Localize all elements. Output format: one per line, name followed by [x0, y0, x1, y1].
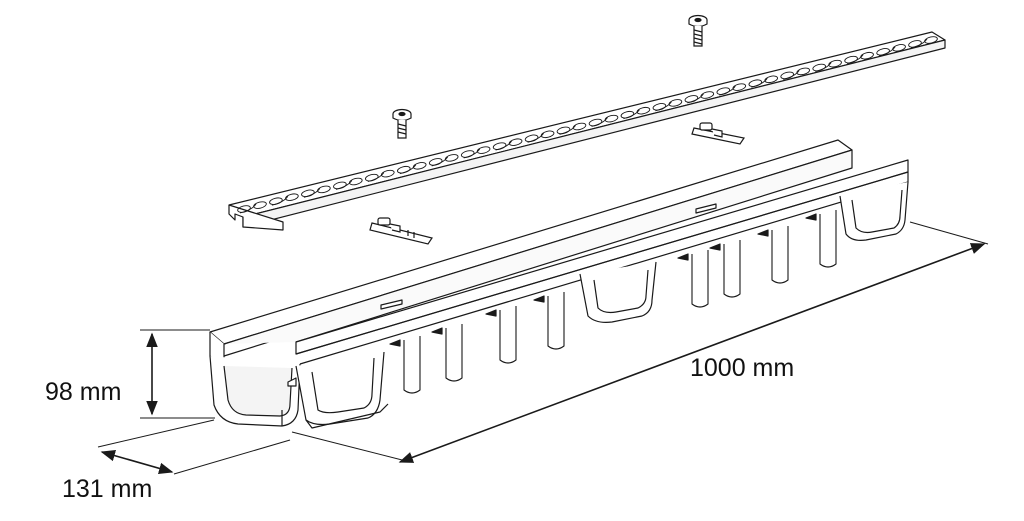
grate-curve — [399, 164, 417, 175]
grate-curve — [335, 180, 353, 190]
grate-slot — [540, 130, 555, 139]
grate-slot — [412, 162, 427, 170]
rib-notch — [389, 339, 401, 347]
channel-rib — [403, 336, 421, 394]
grate-curve — [815, 62, 832, 72]
grate-slot — [476, 146, 491, 154]
grate-curve — [495, 140, 512, 151]
grate-slot — [860, 51, 874, 60]
dimension-lines — [97, 221, 989, 475]
rib-notch — [485, 309, 497, 317]
grate-slot — [572, 122, 587, 131]
bolt-right — [688, 14, 708, 47]
grate-curve — [303, 188, 321, 198]
length-ext-left — [291, 431, 411, 463]
grate-slot — [764, 75, 778, 84]
length-arrow — [398, 243, 986, 463]
width-ext-right — [173, 439, 291, 475]
grate-slot — [636, 106, 651, 115]
grate-slot — [796, 67, 810, 76]
length-ext-right — [909, 221, 989, 245]
grate-slot — [732, 83, 747, 91]
width-label: 131 mm — [62, 475, 153, 503]
grate-curve — [559, 125, 576, 135]
clip-left — [369, 217, 433, 245]
grate-curve — [239, 203, 257, 214]
grate-slot — [668, 99, 683, 107]
grate-slot — [924, 36, 938, 44]
grate-slot — [253, 201, 267, 209]
grate-slot — [700, 91, 715, 99]
length-label: 1000 mm — [690, 354, 795, 382]
grate-curve — [846, 54, 864, 65]
grate-slot — [828, 59, 842, 68]
grate-curve — [687, 93, 704, 104]
grate-curve — [655, 101, 672, 112]
grate-curve — [271, 195, 289, 206]
grate-pattern — [237, 36, 938, 214]
channel-rib — [819, 210, 837, 268]
grate-slot — [892, 44, 906, 52]
grating — [228, 31, 946, 231]
grate-curve — [431, 156, 449, 167]
grate-curve — [751, 77, 768, 88]
grate-slot — [317, 185, 331, 194]
rib-notch — [757, 229, 769, 237]
drainage-channel — [209, 139, 909, 429]
grate-curve — [783, 70, 800, 80]
grate-curve — [367, 172, 385, 183]
grate-slot — [604, 114, 619, 123]
rib-notch — [533, 295, 545, 303]
channel-rib — [723, 240, 741, 298]
bolt-left — [392, 108, 412, 139]
rib-notch — [677, 253, 689, 261]
grate-slot — [381, 169, 395, 178]
grate-slot — [508, 138, 523, 146]
channel-rib — [445, 324, 463, 382]
channel-rib — [771, 226, 789, 284]
width-arrow — [100, 450, 174, 474]
grate-curve — [591, 117, 608, 127]
rib-notch — [709, 243, 721, 251]
grate-curve — [623, 109, 640, 120]
grate-curve — [527, 133, 544, 143]
grate-slot — [285, 193, 299, 201]
grate-curve — [910, 38, 928, 49]
width-ext-left — [97, 419, 215, 448]
grate-curve — [463, 148, 481, 159]
channel-rib — [691, 250, 709, 308]
grate-slot — [349, 177, 363, 186]
rib-notch — [805, 213, 817, 221]
grate-slot — [444, 154, 459, 162]
channel-rib — [547, 292, 565, 350]
grate-curve — [878, 46, 896, 57]
clip-right — [691, 122, 745, 145]
channel-rib — [499, 306, 517, 364]
rib-notch — [431, 327, 443, 335]
height-label: 98 mm — [45, 378, 122, 406]
grate-curve — [719, 85, 736, 96]
